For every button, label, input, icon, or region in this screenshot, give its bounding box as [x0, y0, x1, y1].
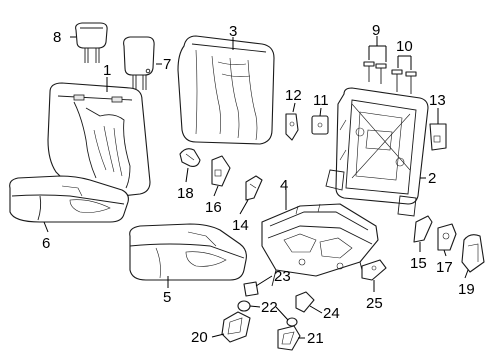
- callout-4: 4: [280, 177, 288, 194]
- headrest-center: [123, 36, 155, 90]
- bracket-13: [429, 123, 447, 151]
- callout-8: 8: [53, 29, 61, 46]
- callout-14: 14: [232, 217, 249, 234]
- callout-25: 25: [366, 295, 383, 312]
- seatback-left: [47, 82, 151, 198]
- callout-15: 15: [410, 255, 427, 272]
- callout-21: 21: [307, 330, 324, 347]
- callout-3: 3: [229, 23, 237, 40]
- callout-19: 19: [458, 281, 475, 298]
- trim-14: [245, 175, 263, 201]
- headrest-left: [75, 22, 108, 63]
- callout-24: 24: [323, 305, 340, 322]
- callout-23: 23: [274, 268, 291, 285]
- callout-1: 1: [103, 62, 111, 79]
- bracket-25: [361, 259, 387, 281]
- bolts-9: [363, 61, 387, 84]
- callout-10: 10: [396, 38, 413, 55]
- trim-21: [277, 325, 301, 351]
- clip-23: [243, 281, 259, 297]
- cover-15: [413, 215, 433, 243]
- callout-5: 5: [163, 289, 171, 306]
- callout-20: 20: [191, 329, 208, 346]
- bolts-10: [391, 69, 417, 94]
- callout-17: 17: [436, 259, 453, 276]
- callout-18: 18: [177, 185, 194, 202]
- callout-7: 7: [163, 56, 171, 73]
- callout-labels: 8 1 7 3 9 10 12 11 13 2 4 6 5 18 16 14 1…: [42, 22, 475, 347]
- callout-2: 2: [428, 170, 436, 187]
- trim-19: [461, 234, 485, 273]
- clip-16: [211, 155, 231, 187]
- callout-9: 9: [372, 22, 380, 39]
- callout-22: 22: [261, 299, 278, 316]
- seatback-frame-right: [325, 87, 429, 217]
- cap-22: [237, 300, 298, 327]
- leader-lines: [43, 36, 469, 339]
- seat-frame: [261, 203, 379, 287]
- latch-12: [285, 113, 299, 141]
- callout-13: 13: [429, 92, 446, 109]
- trim-20: [221, 311, 251, 343]
- cover-11: [311, 115, 329, 135]
- cover-17: [437, 223, 457, 251]
- callout-12: 12: [285, 87, 302, 104]
- hook-18: [179, 148, 201, 167]
- callout-11: 11: [313, 92, 329, 109]
- seat-cushion-left: [9, 175, 129, 223]
- callout-6: 6: [42, 235, 50, 252]
- seatback-center: [177, 35, 275, 145]
- bracket-24: [295, 291, 315, 313]
- seat-cushion-center: [129, 223, 247, 281]
- callout-16: 16: [205, 199, 222, 216]
